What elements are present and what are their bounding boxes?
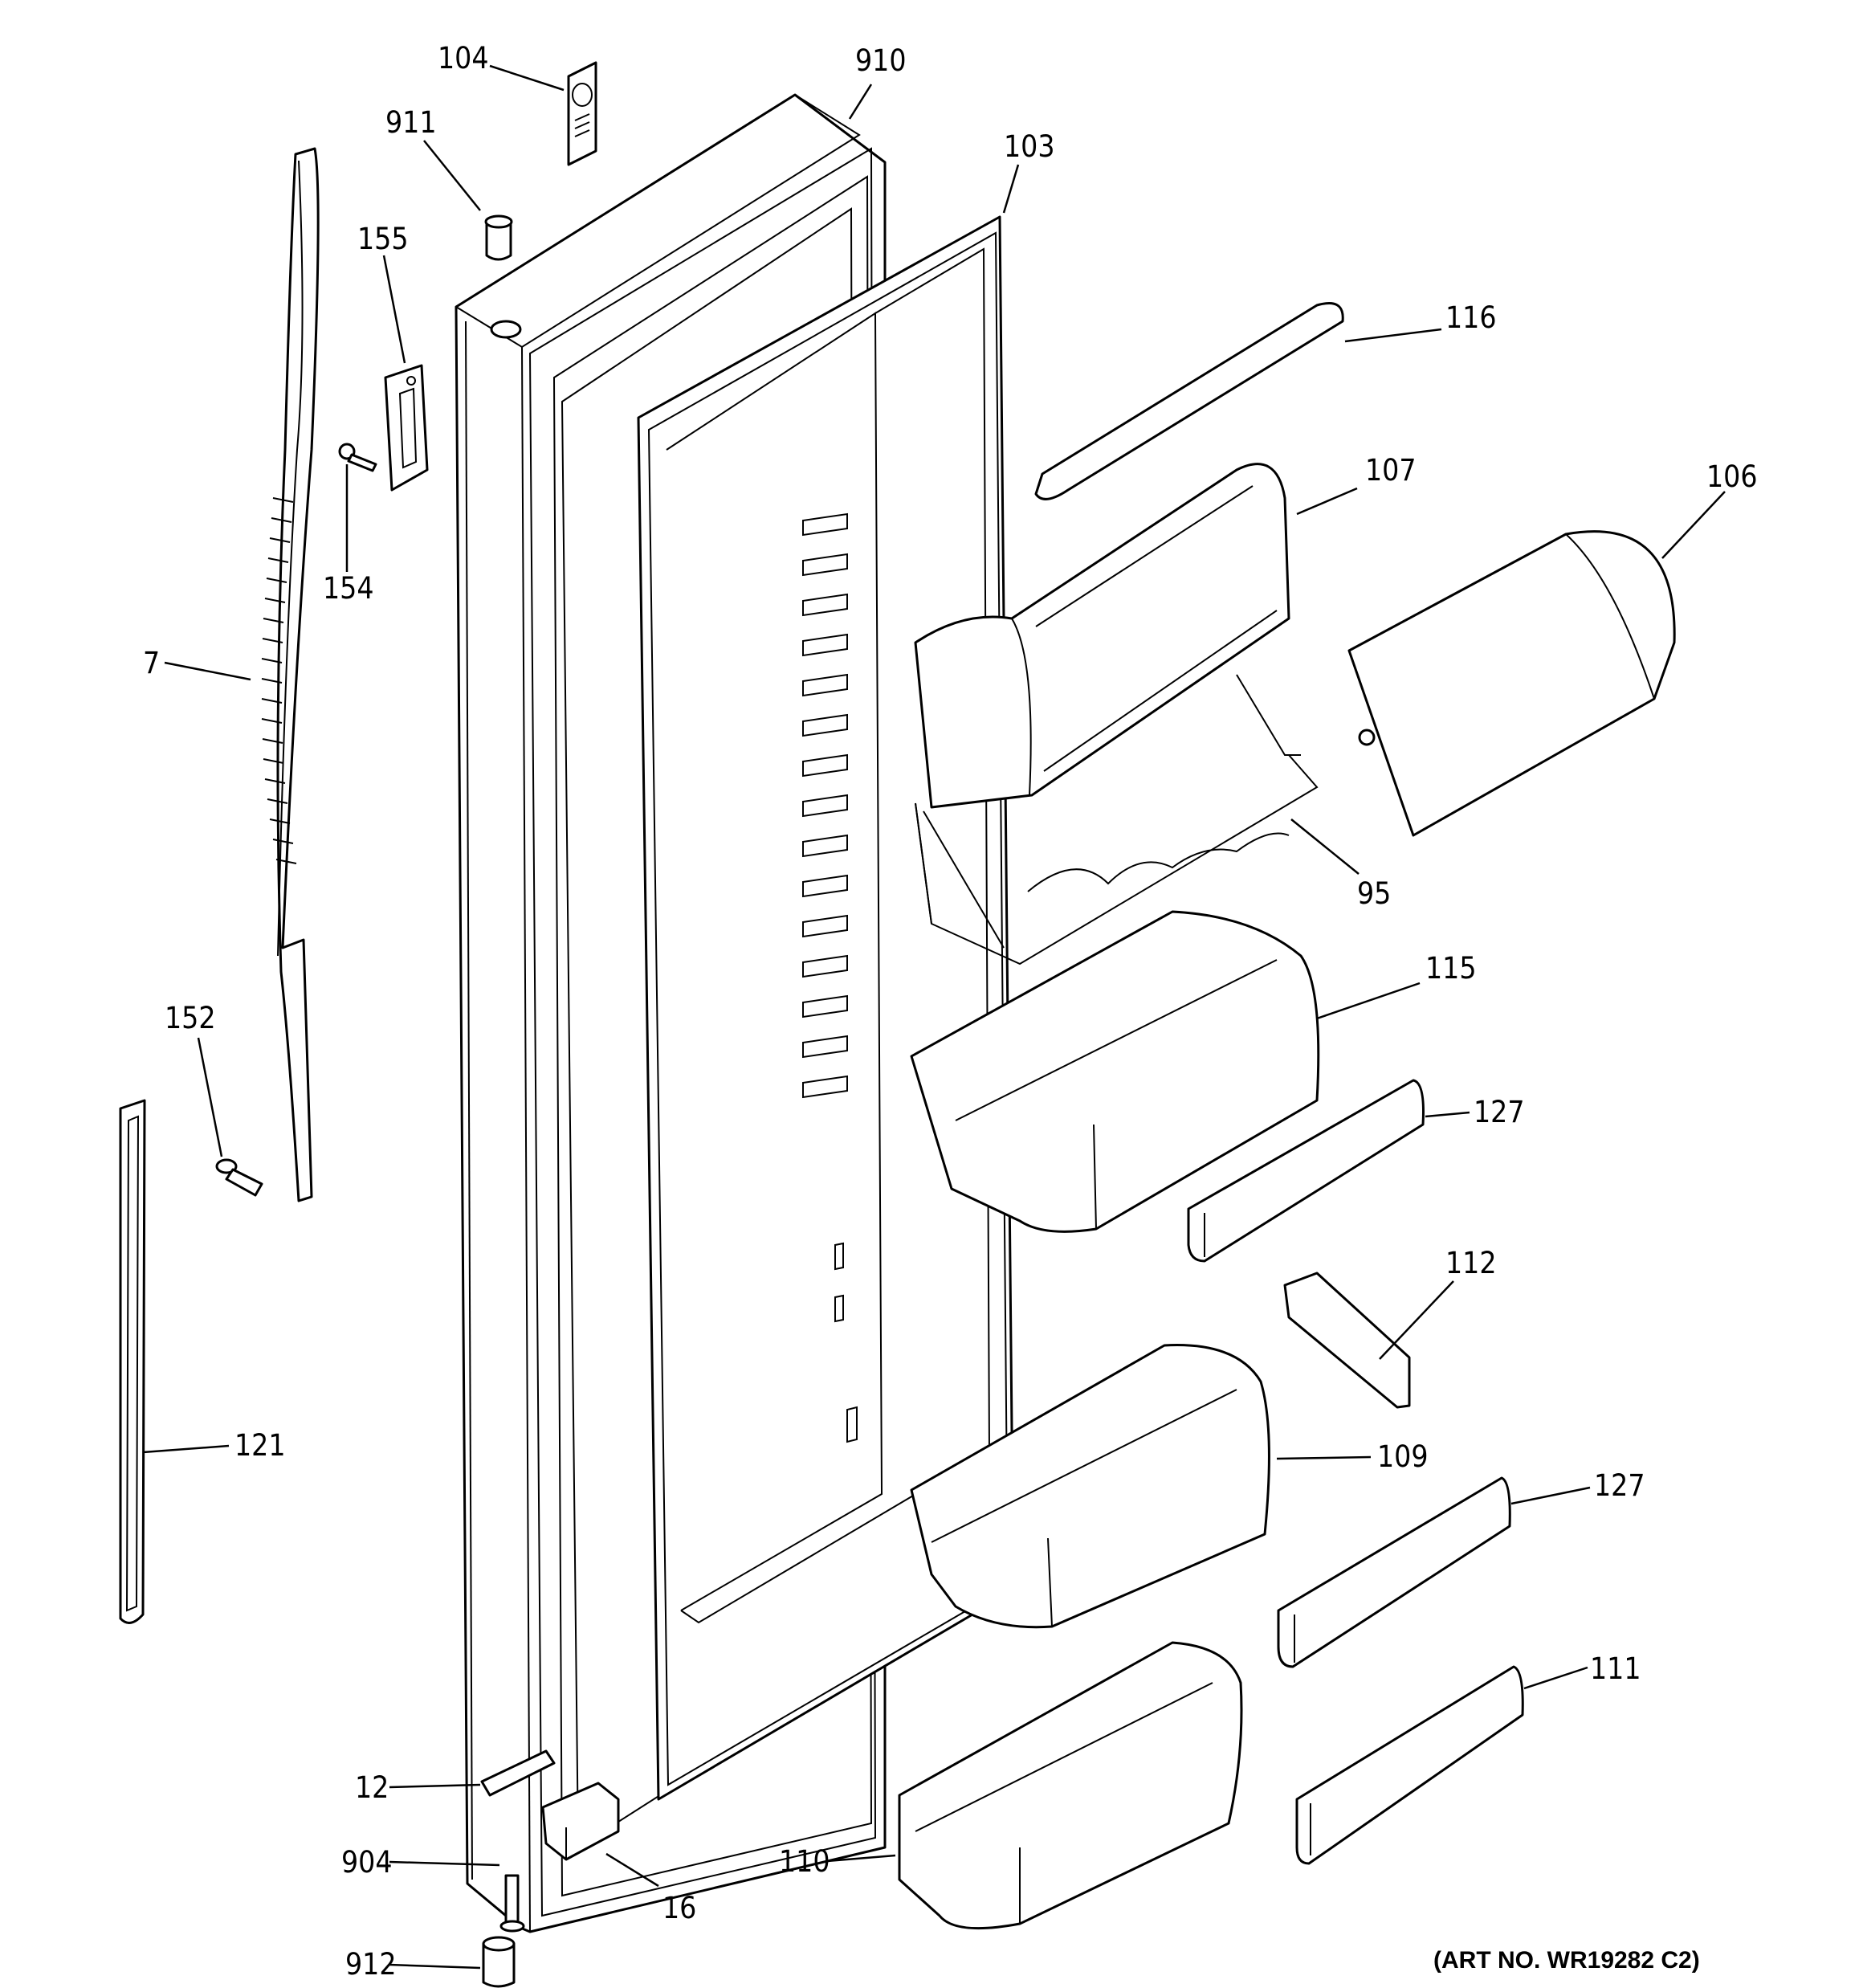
label-12: 12	[355, 1770, 389, 1805]
label-155: 155	[357, 222, 409, 256]
retainer-111	[1295, 1665, 1524, 1865]
label-104: 104	[438, 41, 489, 76]
bin-107	[914, 463, 1290, 809]
divider-112	[1283, 1272, 1411, 1409]
label-95: 95	[1357, 876, 1391, 911]
label-912: 912	[345, 1947, 397, 1982]
label-16: 16	[662, 1891, 696, 1925]
leader-lines	[142, 64, 1726, 1970]
retainer-127-upper	[1187, 1079, 1425, 1263]
shelf-rib-tabs	[802, 512, 858, 1443]
label-110: 110	[779, 1844, 830, 1879]
wire-rack-95	[915, 674, 1319, 965]
bin-110	[898, 1641, 1243, 1930]
screw-154	[338, 443, 377, 472]
hinge-bushing-912	[482, 1936, 516, 1988]
bin-115	[910, 910, 1320, 1233]
bin-109	[910, 1344, 1270, 1629]
label-109: 109	[1377, 1439, 1429, 1474]
screw-152	[215, 1158, 263, 1197]
shelf-cover-116	[1034, 302, 1344, 500]
hinge-plate-12	[480, 1749, 556, 1797]
label-121: 121	[234, 1428, 286, 1463]
label-127-lower: 127	[1594, 1468, 1645, 1503]
label-106: 106	[1706, 459, 1758, 494]
label-154: 154	[323, 571, 374, 606]
label-116: 116	[1445, 300, 1497, 335]
label-152: 152	[165, 1001, 216, 1035]
door-handle	[261, 147, 320, 1202]
label-910: 910	[855, 43, 907, 78]
handle-grip-ribs	[261, 497, 297, 864]
trim-strip	[119, 1099, 146, 1624]
label-115: 115	[1425, 951, 1477, 986]
label-127-upper: 127	[1474, 1095, 1525, 1129]
screw-904	[499, 1874, 525, 1933]
retainer-127-lower	[1277, 1476, 1511, 1668]
label-112: 112	[1445, 1246, 1497, 1280]
hinge-bracket-16	[541, 1782, 620, 1861]
label-103: 103	[1004, 129, 1055, 164]
label-107: 107	[1365, 453, 1417, 488]
label-111: 111	[1590, 1651, 1641, 1686]
label-7: 7	[143, 646, 160, 680]
label-904: 904	[341, 1845, 393, 1880]
label-911: 911	[385, 105, 437, 140]
part-labels: 104 910 911 103 155 116 107 106 154 7 95…	[143, 41, 1758, 1982]
brand-badge	[567, 61, 597, 166]
art-number: (ART NO. WR19282 C2)	[1433, 1947, 1700, 1974]
hinge-bushing-top	[484, 214, 513, 261]
cover-106	[1347, 530, 1676, 837]
door-stop	[384, 364, 429, 492]
